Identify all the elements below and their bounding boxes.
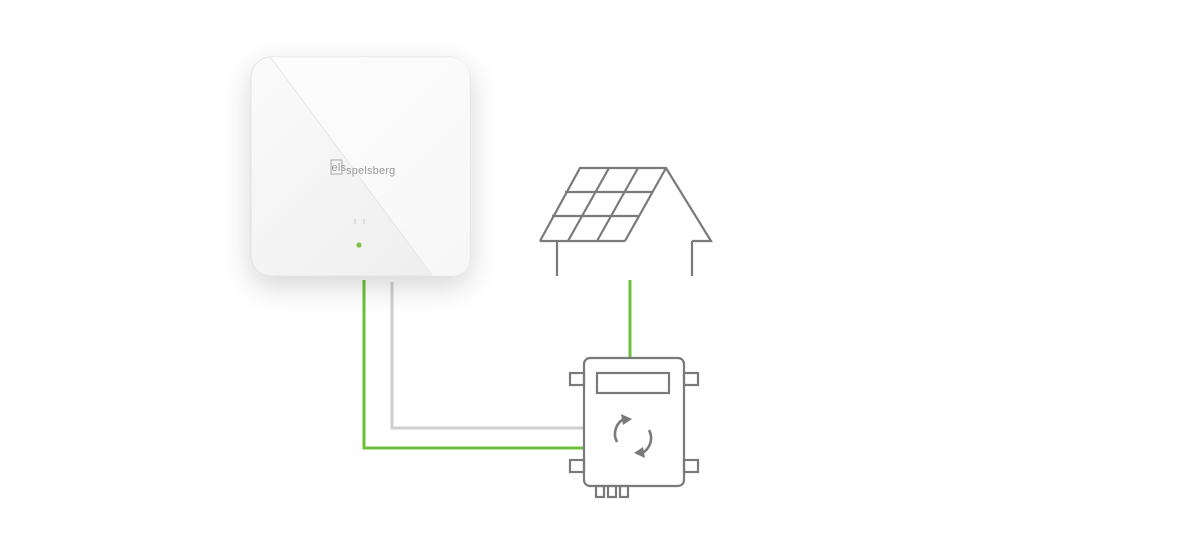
device-diagonal-edge: [270, 57, 433, 276]
grey-cable: [390, 282, 585, 430]
logo-mark-text: els: [332, 162, 347, 174]
device-facet: [271, 57, 470, 276]
brand-name: spelsberg: [346, 165, 396, 177]
house-with-solar-panels-icon: [539, 166, 713, 276]
wallbox-device: els spelsberg: [250, 56, 471, 277]
green-cable-device-to-meter: [362, 280, 585, 450]
cables: [362, 280, 632, 450]
brand-logo: els spelsberg: [330, 159, 396, 177]
energy-meter-icon: [568, 356, 700, 499]
indicator-marks: [354, 219, 365, 224]
logo-mark-icon: [330, 159, 343, 175]
refresh-arrows-icon: [613, 414, 653, 458]
meter-display: [595, 371, 671, 395]
status-led: [356, 242, 362, 248]
